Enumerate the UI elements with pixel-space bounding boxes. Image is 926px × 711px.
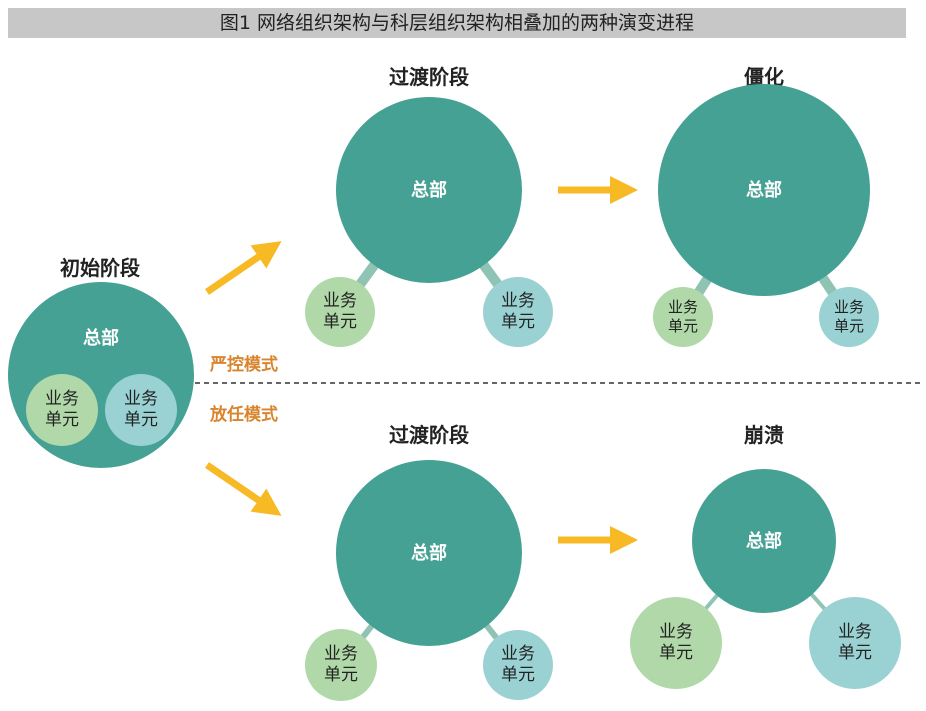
unit-label: 业务单元 (500, 644, 535, 685)
mode-laissez-label: 放任模式 (210, 405, 278, 425)
unit-circle-blue: 业务单元 (819, 287, 879, 347)
hq-label: 总部 (746, 179, 782, 201)
unit-circle-green: 业务单元 (26, 374, 98, 446)
unit-circle-green: 业务单元 (305, 629, 377, 701)
unit-circle-green: 业务单元 (630, 597, 722, 689)
unit-label: 业务单元 (44, 389, 79, 430)
stage-transition-bottom-label: 过渡阶段 (389, 423, 469, 447)
hq-circle-ossified: 总部 (658, 84, 870, 296)
stage-initial-label: 初始阶段 (60, 256, 140, 280)
figure-title: 图1 网络组织架构与科层组织架构相叠加的两种演变进程 (8, 8, 906, 38)
unit-label: 业务单元 (123, 389, 158, 430)
unit-circle-green: 业务单元 (653, 287, 713, 347)
unit-circle-blue: 业务单元 (483, 630, 553, 700)
stage-transition-top-label: 过渡阶段 (389, 65, 469, 89)
arrow-to-laissez (205, 462, 282, 516)
mode-strict-label: 严控模式 (210, 355, 278, 375)
hq-label: 总部 (746, 530, 782, 552)
hq-label: 总部 (411, 179, 447, 201)
hq-circle-collapse: 总部 (692, 469, 836, 613)
unit-circle-blue: 业务单元 (483, 277, 553, 347)
hq-label: 总部 (83, 328, 119, 349)
stage-collapse-label: 崩溃 (744, 423, 784, 447)
hq-circle-initial: 总部 (8, 282, 194, 468)
unit-circle-blue: 业务单元 (105, 374, 177, 446)
arrow-to-strict (205, 241, 282, 295)
unit-label: 业务单元 (833, 298, 864, 335)
unit-label: 业务单元 (667, 298, 698, 335)
unit-label: 业务单元 (658, 622, 693, 663)
unit-label: 业务单元 (323, 644, 358, 685)
hq-label: 总部 (411, 542, 447, 564)
unit-label: 业务单元 (837, 622, 872, 663)
unit-circle-blue: 业务单元 (809, 597, 901, 689)
hq-circle-transition-top: 总部 (336, 97, 522, 283)
unit-label: 业务单元 (322, 291, 357, 332)
unit-label: 业务单元 (500, 291, 535, 332)
hq-circle-transition-bottom: 总部 (336, 460, 522, 646)
unit-circle-green: 业务单元 (305, 277, 375, 347)
